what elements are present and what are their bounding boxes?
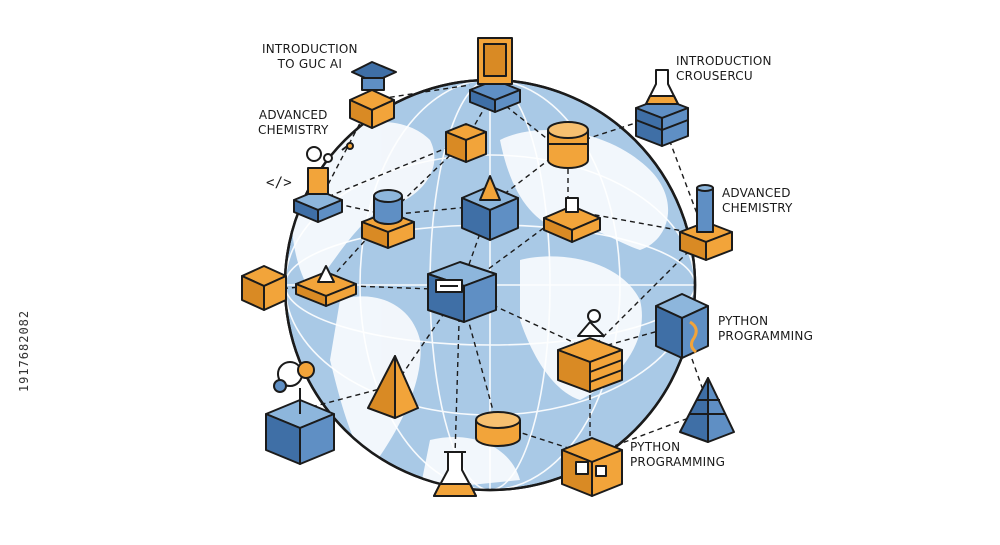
orange-slab-icon xyxy=(295,265,357,307)
label-intro-course-line1: INTRODUCTION xyxy=(676,54,772,68)
label-python-bottom-line1: PYTHON xyxy=(630,440,681,454)
code-tag-icon: </> xyxy=(266,175,292,191)
computer-block-icon xyxy=(427,261,497,323)
label-advanced-chemistry-right: ADVANCED CHEMISTRY xyxy=(722,186,793,216)
orange-cube-icon xyxy=(445,123,487,163)
orange-platform-icon xyxy=(543,197,601,243)
python-cube-icon xyxy=(655,293,709,359)
label-intro-course: INTRODUCTION CROUSERCU xyxy=(676,54,772,84)
label-python-bottom: PYTHON PROGRAMMING xyxy=(630,440,725,470)
label-advanced-chemistry-left: ADVANCED CHEMISTRY xyxy=(258,108,329,138)
orange-pyramid-icon xyxy=(367,355,419,419)
cylinder-orange-base-icon xyxy=(361,189,415,249)
label-python-right-line2: PROGRAMMING xyxy=(718,329,814,343)
python-orange-cube-icon xyxy=(561,437,623,497)
blue-box-tree-icon xyxy=(265,361,335,465)
cone-blue-block-icon xyxy=(461,175,519,241)
orange-tower-block-icon xyxy=(469,37,521,113)
label-intro-ai-line1: INTRODUCTION xyxy=(262,42,358,56)
lab-flask-icon xyxy=(433,451,477,497)
flask-stack-icon xyxy=(635,69,689,147)
blue-cylinder-orange-base-icon xyxy=(679,184,733,261)
orange-disc-icon xyxy=(475,411,521,447)
label-intro-course-line2: CROUSERCU xyxy=(676,69,753,83)
blue-pyramid-icon xyxy=(679,377,735,443)
label-advanced-chemistry-left-line2: CHEMISTRY xyxy=(258,123,329,137)
label-python-bottom-line2: PROGRAMMING xyxy=(630,455,726,469)
label-advanced-chemistry-left-line1: ADVANCED xyxy=(258,108,328,122)
graduation-cap-block-icon xyxy=(349,61,397,129)
orange-cube-left-icon xyxy=(241,265,287,311)
label-python-right: PYTHON PROGRAMMING xyxy=(718,314,813,344)
label-advanced-chemistry-right-line2: CHEMISTRY xyxy=(722,201,793,215)
label-advanced-chemistry-right-line1: ADVANCED xyxy=(722,186,791,200)
label-python-right-line1: PYTHON xyxy=(718,314,769,328)
microscope-podium-icon xyxy=(293,142,354,223)
orange-stack-icon xyxy=(557,309,623,393)
orange-cylinder-icon xyxy=(547,121,589,169)
stock-id-text: 1917682082 xyxy=(17,309,31,393)
label-intro-ai-line2: TO GUC AI xyxy=(277,57,343,71)
label-intro-ai: INTRODUCTION TO GUC AI xyxy=(262,42,358,72)
